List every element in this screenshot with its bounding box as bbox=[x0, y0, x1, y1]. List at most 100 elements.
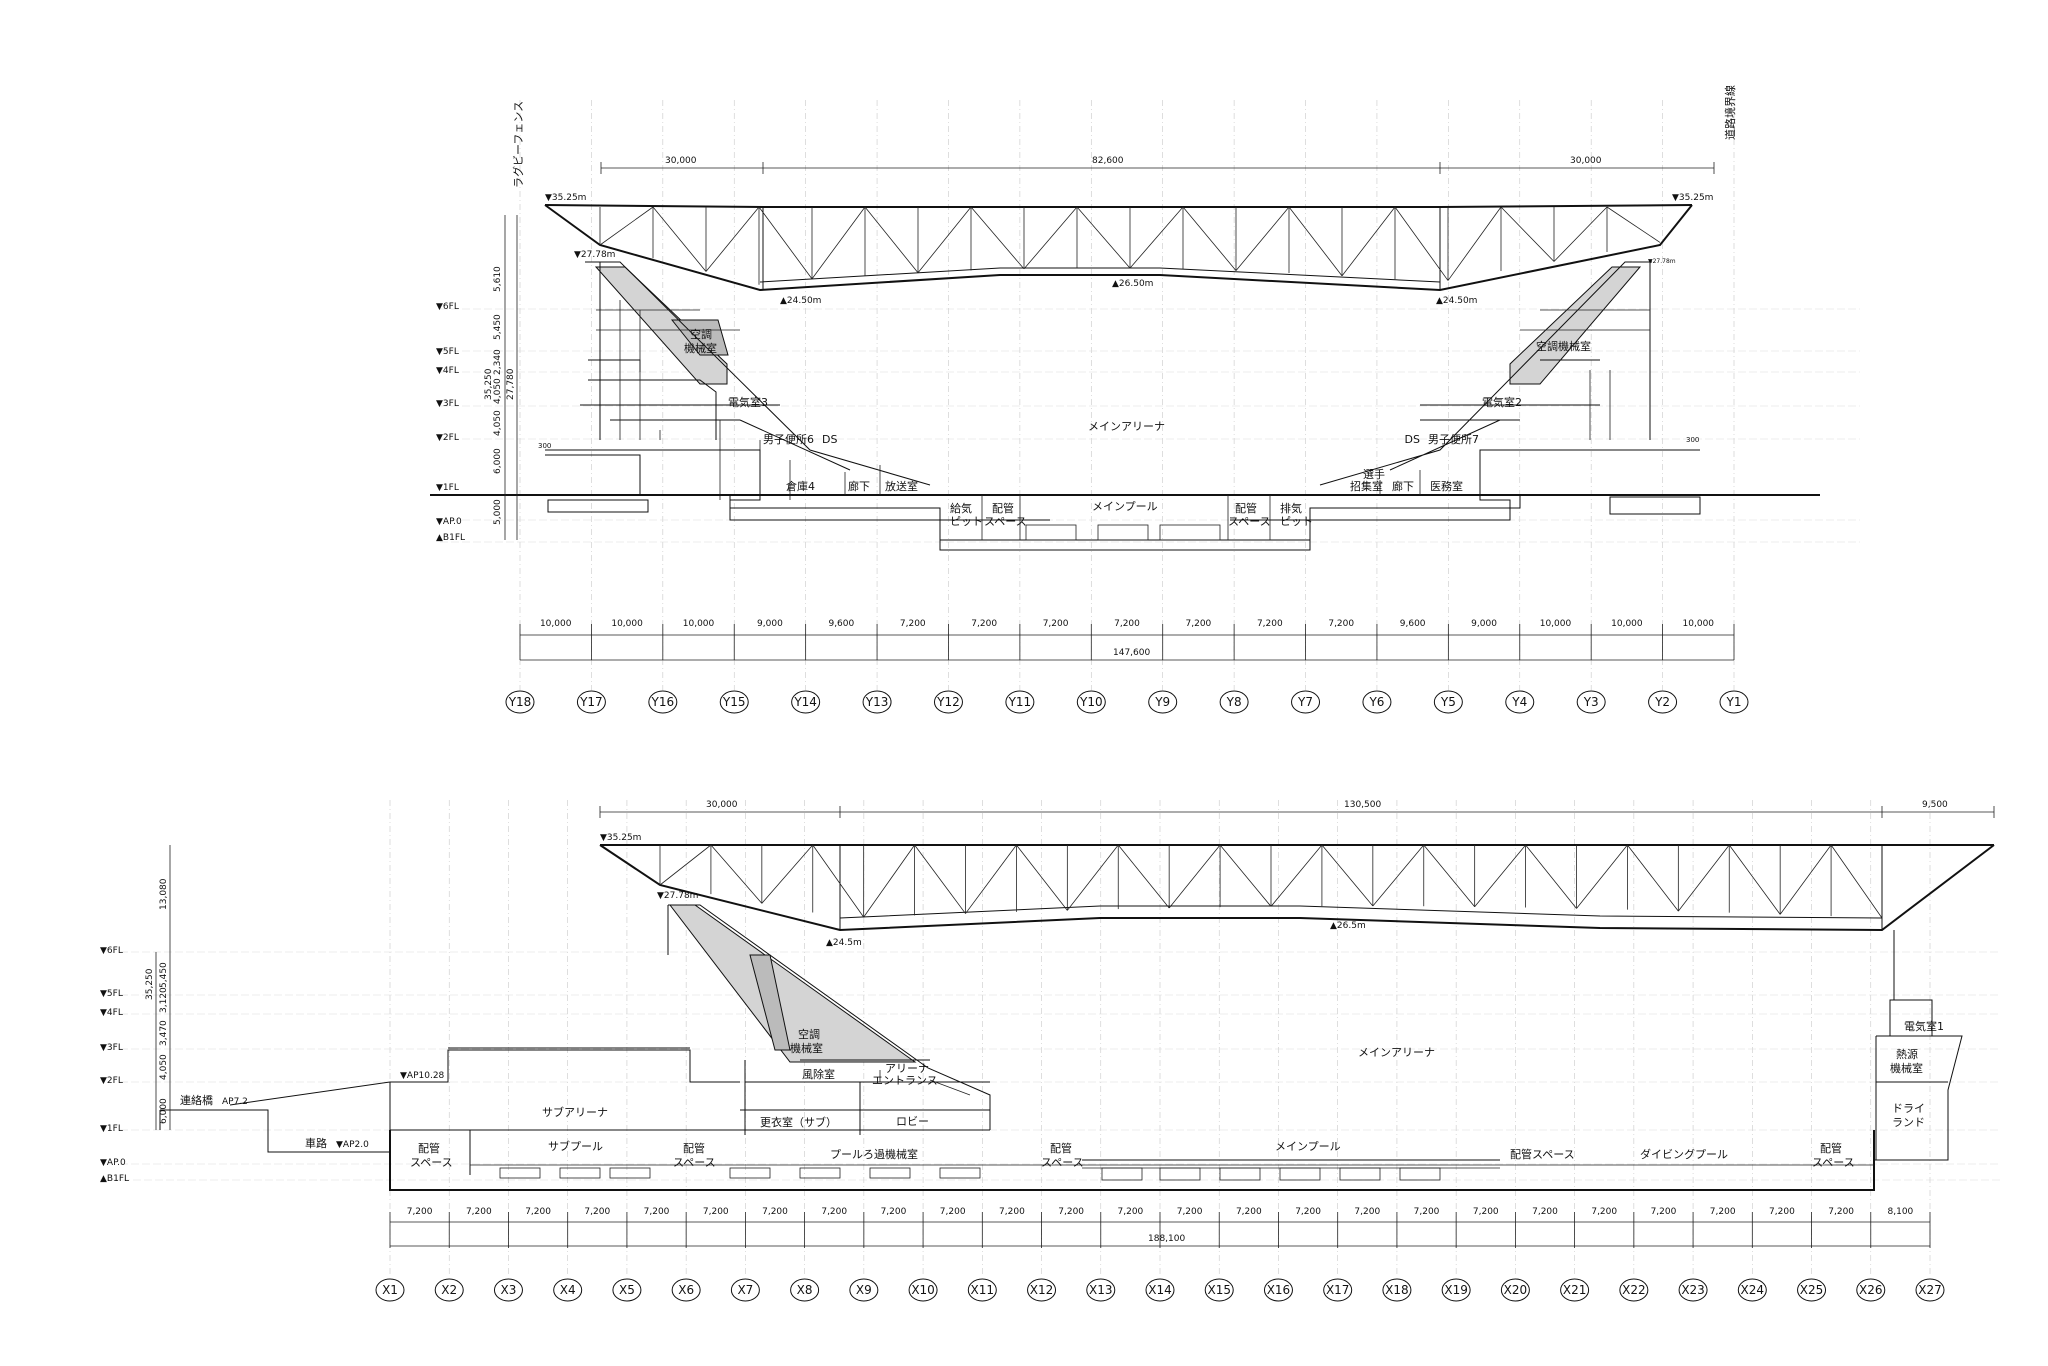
grid-axis-label: X13 bbox=[1089, 1283, 1113, 1297]
room-elec-left: 電気室3 bbox=[728, 395, 768, 409]
b-floor-1fl: ▼1FL bbox=[100, 1124, 123, 1134]
truss-diagonal bbox=[864, 206, 919, 274]
b-vdim-overall: 35,250 bbox=[145, 968, 155, 1000]
bottom-dim-label: 7,200 bbox=[1532, 1207, 1558, 1217]
truss-diagonal bbox=[1553, 206, 1608, 262]
truss-diagonal bbox=[1129, 206, 1184, 269]
room-storage: 倉庫4 bbox=[786, 479, 815, 493]
grid-axis-bubble bbox=[1263, 1278, 1293, 1302]
grid-axis-label: Y9 bbox=[1154, 695, 1170, 709]
room-broadcast: 放送室 bbox=[885, 479, 918, 493]
truss-diagonal bbox=[812, 844, 864, 918]
room-pipe-left-2: スペース bbox=[984, 515, 1027, 528]
room-diving: ダイビングプール bbox=[1640, 1147, 1728, 1161]
room-pipe-a-2: スペース bbox=[410, 1156, 453, 1169]
b-vdim-3: 3,120 bbox=[159, 987, 169, 1013]
grid-axis-bubble bbox=[1737, 1278, 1767, 1302]
truss-webs bbox=[599, 206, 1661, 285]
b-floor-5fl: ▼5FL bbox=[100, 989, 123, 999]
truss-diagonal bbox=[1288, 206, 1343, 277]
top-floor-lines bbox=[440, 308, 1860, 543]
bottom-dim-label: 9,000 bbox=[757, 619, 783, 629]
truss-diagonal bbox=[1447, 206, 1502, 281]
grid-axis-label: X1 bbox=[382, 1283, 398, 1297]
truss-diagonal bbox=[1182, 206, 1237, 271]
bottom-dim-label: 7,200 bbox=[881, 1207, 907, 1217]
grid-axis-bubble bbox=[1362, 690, 1392, 714]
room-ac-left: 空調 bbox=[690, 327, 712, 341]
room-main-arena-b: メインアリーナ bbox=[1358, 1046, 1435, 1059]
grid-axis-bubble bbox=[1145, 1278, 1175, 1302]
grid-axis-bubble bbox=[1027, 1278, 1057, 1302]
truss-diagonal bbox=[914, 844, 966, 914]
truss-diagonal bbox=[1394, 206, 1449, 281]
roof-truss: ▼35.25m ▼35.25m ▲26.50m ▲24.50m ▲24.50m … bbox=[544, 193, 1713, 306]
grid-axis-bubble bbox=[791, 690, 821, 714]
grid-axis-bubble bbox=[1797, 1278, 1827, 1302]
left-access: 連絡橋 AP7.2 車路 ▼AP2.0 ▼AP10.28 bbox=[159, 1071, 445, 1153]
bottom-dim-label: 10,000 bbox=[1683, 619, 1715, 629]
bottom-truss-webs bbox=[659, 844, 1883, 919]
bottom-floor-labels: ▼6FL ▼5FL ▼4FL ▼3FL ▼2FL ▼1FL ▼AP.0 ▲B1F… bbox=[100, 946, 129, 1184]
room-elec-1: 電気室1 bbox=[1904, 1019, 1944, 1033]
grid-axis-label: Y1 bbox=[1726, 695, 1742, 709]
bottom-dim-label: 7,200 bbox=[1177, 1207, 1203, 1217]
truss-diagonal bbox=[1023, 206, 1078, 270]
grid-axis-label: Y18 bbox=[508, 695, 532, 709]
grid-axis-label: Y8 bbox=[1226, 695, 1242, 709]
roof-elev-right: ▼35.25m bbox=[1672, 193, 1713, 203]
bottom-top-dims: 30,000 130,500 9,500 bbox=[599, 800, 1995, 818]
grid-axis-bubble bbox=[612, 1278, 642, 1302]
sub-arena-block bbox=[389, 1047, 1875, 1191]
bottom-dim-label: 7,200 bbox=[1043, 619, 1069, 629]
grid-axis-bubble bbox=[967, 1278, 997, 1302]
bottom-dim-label: 9,600 bbox=[1400, 619, 1426, 629]
truss-diagonal bbox=[863, 844, 915, 918]
bottom-dim-label: 9,600 bbox=[828, 619, 854, 629]
bottom-dim-label: 9,000 bbox=[1471, 619, 1497, 629]
bottom-dim-label: 7,200 bbox=[1414, 1207, 1440, 1217]
grid-axis-label: X19 bbox=[1444, 1283, 1468, 1297]
room-elec-right: 電気室2 bbox=[1482, 395, 1522, 409]
vdim-overall-1: 35,250 bbox=[484, 368, 494, 400]
b-vdim-6: 6,000 bbox=[159, 1098, 169, 1124]
room-pipe-a: 配管 bbox=[418, 1141, 440, 1155]
left-stand: 空調 機械室 電気室3 男子便所6 DS bbox=[545, 261, 1050, 521]
truss-diagonal bbox=[1016, 844, 1068, 911]
vdim-1: 5,610 bbox=[493, 266, 503, 292]
truss-diagonal bbox=[659, 844, 712, 886]
b-vdim-5: 4,050 bbox=[159, 1054, 169, 1080]
bottom-dim-label: 7,200 bbox=[1651, 1207, 1677, 1217]
elev-ap10: ▼AP10.28 bbox=[400, 1071, 445, 1081]
grid-axis-label: X26 bbox=[1859, 1283, 1883, 1297]
truss-diagonal bbox=[1500, 206, 1555, 262]
room-exhaust-pit-2: ピット bbox=[1280, 515, 1313, 528]
bottom-dim-label: 7,200 bbox=[1710, 1207, 1736, 1217]
truss-diagonal bbox=[1168, 844, 1221, 909]
room-toilet-right: 男子便所7 bbox=[1428, 433, 1479, 446]
grid-axis-label: X16 bbox=[1267, 1283, 1291, 1297]
bottom-dim-label: 7,200 bbox=[1186, 619, 1212, 629]
room-dryland-2: ランド bbox=[1892, 1116, 1925, 1129]
room-ac-2: 機械室 bbox=[790, 1041, 823, 1055]
truss-bottom-elev: ▲26.50m bbox=[1112, 279, 1153, 289]
floor-4fl: ▼4FL bbox=[436, 366, 459, 376]
top-floor-labels: ▼6FL ▼5FL ▼4FL ▼3FL ▼2FL ▼1FL ▼AP.0 ▲B1F… bbox=[436, 302, 465, 543]
bottom-vertical-dims: 13,080 5,450 3,120 3,470 4,050 6,000 35,… bbox=[145, 845, 171, 1130]
bottom-dim-label: 7,200 bbox=[1295, 1207, 1321, 1217]
truss-diagonal bbox=[1474, 844, 1526, 907]
grid-axis-label: X2 bbox=[441, 1283, 457, 1297]
bottom-dim-label: 7,200 bbox=[821, 1207, 847, 1217]
bottom-dim-label: 7,200 bbox=[1058, 1207, 1084, 1217]
room-dust: 風除室 bbox=[802, 1067, 835, 1081]
bottom-dim-label: 7,200 bbox=[1354, 1207, 1380, 1217]
top-dim-1: 30,000 bbox=[665, 156, 697, 166]
b-floor-b1fl: ▲B1FL bbox=[100, 1174, 129, 1184]
truss-diagonal bbox=[1372, 844, 1425, 907]
b-vdim-4: 3,470 bbox=[159, 1020, 169, 1046]
grid-axis-label: X7 bbox=[737, 1283, 753, 1297]
bottom-dim-label: 7,200 bbox=[525, 1207, 551, 1217]
truss-left-elev: ▲24.50m bbox=[780, 296, 821, 306]
